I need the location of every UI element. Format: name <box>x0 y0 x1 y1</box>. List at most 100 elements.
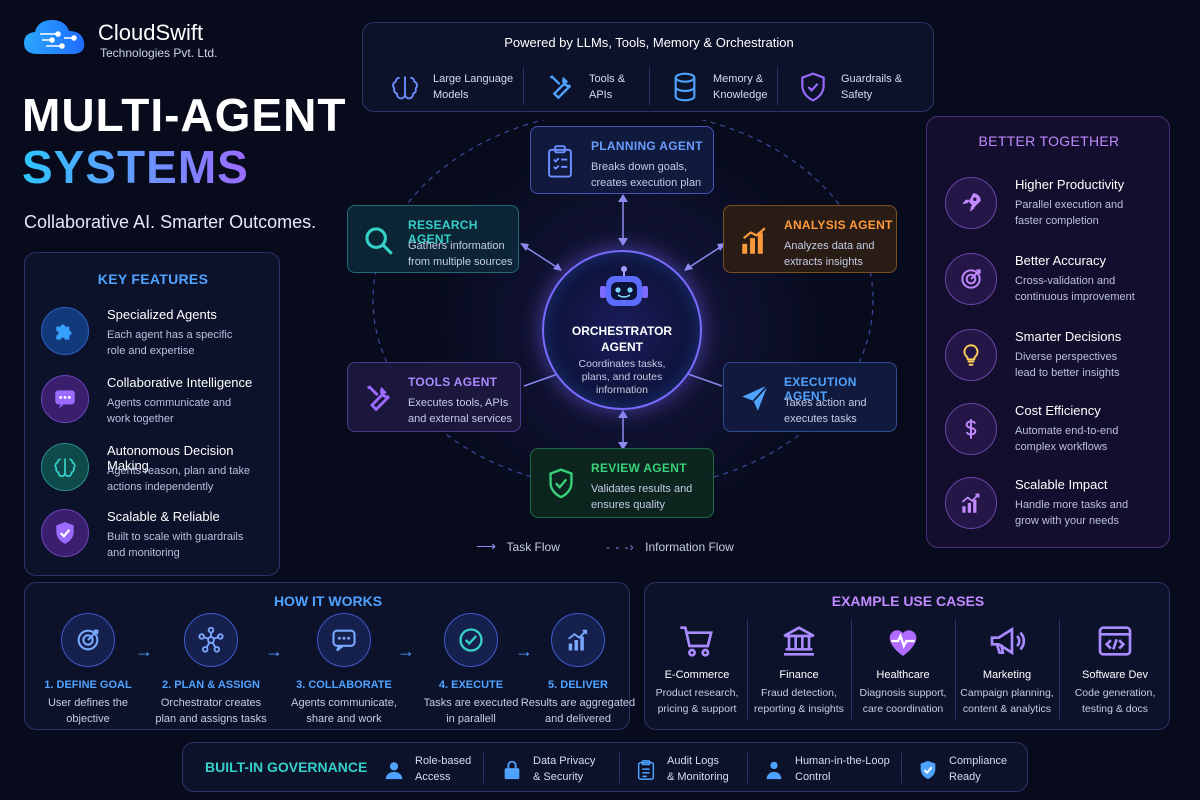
tools-icon <box>545 71 577 103</box>
step-desc-line2: objective <box>66 713 110 725</box>
benefit-desc-line2: grow with your needs <box>1015 515 1119 527</box>
feature-item: Specialized Agents Each agent has a spec… <box>41 303 271 367</box>
use-case-desc-line1: Product research, <box>655 687 739 699</box>
powered-item-line2: Knowledge <box>713 89 768 101</box>
feature-desc-line1: Agents reason, plan and take <box>107 465 251 477</box>
governance-item-line2: & Monitoring <box>667 771 729 783</box>
step-desc-line2: in parallell <box>446 713 496 725</box>
powered-item-line1: Memory & <box>713 73 764 85</box>
use-case-item: Healthcare Diagnosis support, care coordi… <box>851 619 955 717</box>
agent-desc: Gathers information from multiple sources <box>408 238 528 270</box>
powered-item-line1: Guardrails & <box>841 73 903 85</box>
agent-desc-line2: creates execution plan <box>591 177 702 189</box>
shield-check-icon <box>41 509 89 557</box>
hero-tagline: Collaborative AI. Smarter Outcomes. <box>24 212 317 232</box>
benefit-desc-line1: Automate end-to-end <box>1015 425 1119 437</box>
agent-title: PLANNING AGENT <box>591 139 703 153</box>
agent-desc-line2: and external services <box>408 413 512 425</box>
feature-desc-line1: Agents communicate and <box>107 397 232 409</box>
legend-task-label: Task Flow <box>506 540 560 554</box>
use-case-desc-line1: Fraud detection, <box>761 687 837 699</box>
use-case-desc-line1: Code generation, <box>1074 687 1156 699</box>
agent-desc-line2: from multiple sources <box>408 256 513 268</box>
feature-title: Autonomous Decision Making <box>107 443 234 473</box>
lock-icon <box>501 759 523 781</box>
step-desc-line1: User defines the <box>47 697 129 709</box>
agent-desc-line1: Validates results and <box>591 483 693 495</box>
step-desc-line2: plan and assigns tasks <box>155 713 267 725</box>
governance-item-line1: Audit Logs <box>667 755 719 767</box>
robot-icon <box>596 266 652 312</box>
orchestrator-agent[interactable]: ORCHESTRATOR AGENT Coordinates tasks, pl… <box>542 250 702 410</box>
use-case-item: E-Commerce Product research, pricing & su… <box>645 619 749 717</box>
divider <box>955 619 956 719</box>
use-case-title: Healthcare <box>876 669 930 681</box>
hero-title-line1: MULTI-AGENT <box>22 89 347 141</box>
key-features-panel: KEY FEATURES Specialized Agents Each age… <box>24 252 280 576</box>
governance-item-line2: Access <box>415 771 451 783</box>
agent-desc-line1: Gathers information <box>408 240 505 252</box>
use-case-desc-line2: pricing & support <box>657 703 737 715</box>
cloud-icon <box>24 20 85 54</box>
feature-desc-line2: and monitoring <box>107 547 180 559</box>
use-case-desc-line1: Diagnosis support, <box>859 687 947 699</box>
powered-item-line1: Large Language <box>433 73 514 85</box>
governance-item-line2: Ready <box>949 771 981 783</box>
governance-item-line1: Role-based <box>415 755 472 767</box>
agent-desc: Breaks down goals,creates execution plan <box>591 159 711 191</box>
step-title: 4. EXECUTE <box>438 679 504 691</box>
step-desc-line1: Results are aggregated <box>520 697 636 709</box>
step-arrow-icon: → <box>135 641 153 661</box>
step-title: 5. DELIVER <box>548 679 608 691</box>
benefit-item: Higher Productivity Parallel execution a… <box>945 175 1155 245</box>
benefit-desc-line1: Cross-validation and <box>1015 275 1116 287</box>
growth-chart-icon <box>945 477 997 529</box>
clipboard-icon <box>635 759 657 781</box>
brand-name: CloudSwift <box>98 20 204 45</box>
feature-title: Collaborative Intelligence <box>107 375 253 390</box>
megaphone-icon <box>955 619 1059 663</box>
planning-agent-card[interactable]: PLANNING AGENT Breaks down goals,creates… <box>530 126 714 194</box>
divider <box>649 67 650 105</box>
database-icon <box>669 71 701 103</box>
feature-item: Autonomous Decision Making Agents reason… <box>41 439 271 503</box>
step-item: 3. COLLABORATE Agents communicate,share … <box>279 613 409 727</box>
agent-desc: Executes tools, APIs and external service… <box>408 395 528 427</box>
tools-icon <box>362 381 396 415</box>
hero-title-line2: SYSTEMS <box>22 141 249 193</box>
check-circle-icon <box>444 613 498 667</box>
agent-desc-line1: Executes tools, APIs <box>408 397 509 409</box>
benefit-desc-line2: lead to better insights <box>1015 367 1120 379</box>
step-desc-line2: share and work <box>306 713 382 725</box>
use-case-title: E-Commerce <box>664 669 730 681</box>
benefit-desc-line1: Handle more tasks and <box>1015 499 1129 511</box>
benefit-title: Better Accuracy <box>1015 253 1107 268</box>
feature-desc-line2: role and expertise <box>107 345 195 357</box>
use-case-title: Marketing <box>982 669 1032 681</box>
bank-icon <box>747 619 851 663</box>
heart-pulse-icon <box>851 619 955 663</box>
how-it-works-panel: HOW IT WORKS 1. DEFINE GOAL User defines… <box>23 582 635 730</box>
target-icon <box>61 613 115 667</box>
target-icon <box>945 253 997 305</box>
benefit-desc-line2: faster completion <box>1015 215 1099 227</box>
use-case-desc-line2: care coordination <box>862 703 944 715</box>
bar-chart-icon <box>738 224 772 258</box>
brand-logo <box>20 14 92 62</box>
step-title: 3. COLLABORATE <box>296 679 392 691</box>
agent-title: REVIEW AGENT <box>591 461 687 475</box>
feature-item: Collaborative Intelligence Agents commun… <box>41 371 271 435</box>
agent-desc-line2: executes tasks <box>784 413 857 425</box>
chat-icon <box>317 613 371 667</box>
